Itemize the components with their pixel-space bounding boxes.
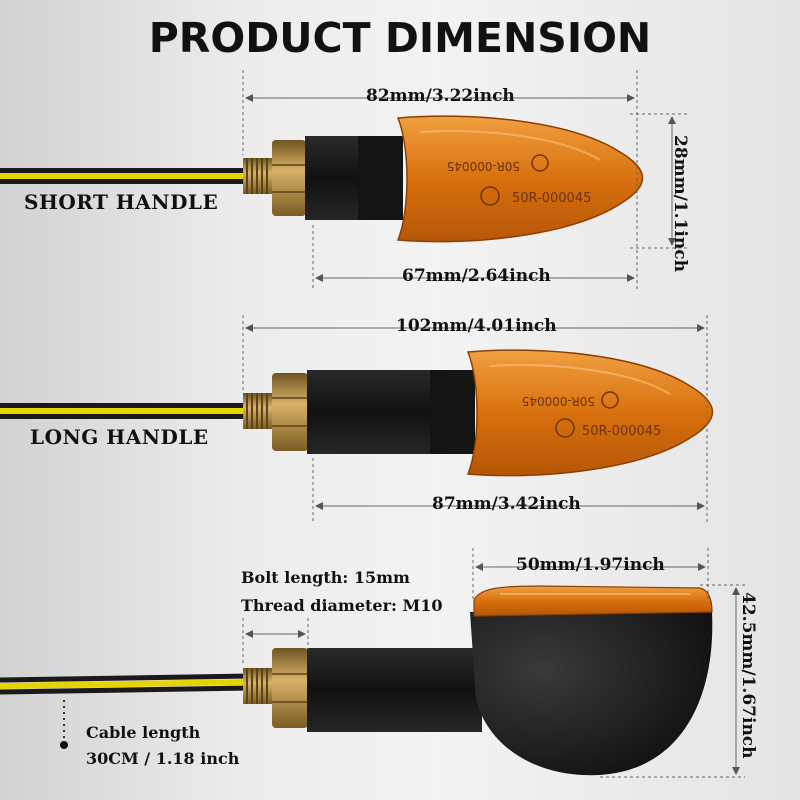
short-handle-bolt: [243, 140, 306, 216]
short-total-length: 82mm/3.22inch: [366, 86, 515, 106]
side-view-wires: [0, 673, 251, 695]
side-view-lens: [473, 585, 713, 617]
bolt-length: Bolt length: 15mm: [241, 568, 410, 587]
side-view-bolt: [243, 648, 308, 728]
side-width: 50mm/1.97inch: [516, 555, 665, 575]
short-lens-length: 67mm/2.64inch: [402, 266, 551, 286]
thread-diameter: Thread diameter: M10: [241, 596, 443, 615]
long-total-length: 102mm/4.01inch: [396, 316, 557, 336]
cable-length-value: 30CM / 1.18 inch: [86, 749, 240, 768]
long-lens-marking-top: 50R-000045: [522, 394, 595, 408]
long-lens-length: 87mm/3.42inch: [432, 494, 581, 514]
long-handle-bolt: [243, 373, 308, 451]
short-dimension-lines: [242, 70, 690, 290]
long-dimension-lines: [242, 315, 708, 522]
short-handle-label: SHORT HANDLE: [24, 190, 219, 214]
side-view-body: [307, 612, 713, 776]
long-lens-marking-bottom: 50R-000045: [582, 424, 661, 439]
long-handle-lens: [466, 349, 714, 477]
side-dimension-lines: [242, 548, 745, 778]
short-handle-body: [305, 136, 403, 220]
long-handle-wires: [0, 403, 250, 419]
short-handle-wires: [0, 168, 250, 184]
short-handle-lens: [396, 115, 644, 243]
cable-length-indicator: [60, 700, 68, 749]
cable-length-label: Cable length: [86, 723, 201, 742]
short-lens-marking-top: 50R-000045: [447, 159, 520, 173]
side-height: 42.5mm/1.67inch: [738, 592, 758, 759]
page-title: PRODUCT DIMENSION: [148, 14, 652, 62]
long-handle-label: LONG HANDLE: [30, 425, 209, 449]
long-handle-body: [307, 370, 475, 454]
short-lens-marking-bottom: 50R-000045: [512, 191, 591, 206]
short-height: 28mm/1.1inch: [670, 135, 690, 272]
